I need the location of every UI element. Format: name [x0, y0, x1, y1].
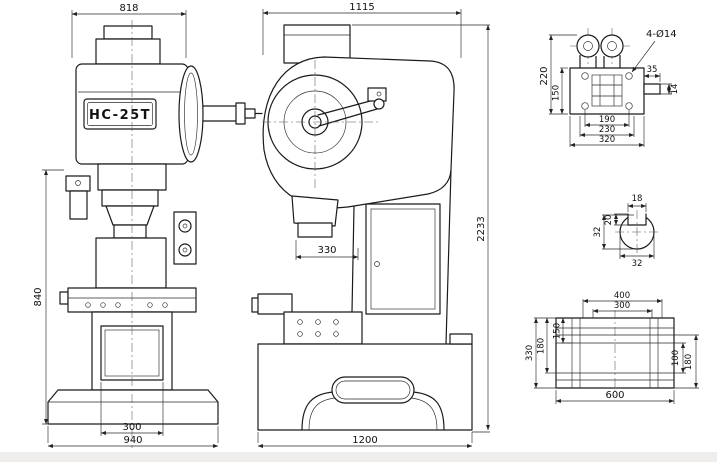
dim-side-right-height: 2233 — [352, 24, 490, 433]
svg-text:400: 400 — [614, 291, 630, 301]
dim-bolster-bottom-width: 600 — [555, 390, 675, 404]
svg-text:32: 32 — [632, 259, 643, 269]
dim-front-left-height: 840 — [33, 169, 64, 425]
svg-text:4-Ø14: 4-Ø14 — [646, 28, 677, 40]
dim-bolster-top-inner: 300 — [592, 301, 653, 318]
svg-text:330: 330 — [317, 245, 336, 256]
base-front — [47, 389, 219, 425]
detail-keyway: 18 20 32 32 — [593, 194, 659, 269]
dim-bolster-left-overall: 330 — [525, 317, 556, 389]
flywheel-centerlines — [262, 60, 378, 190]
bolt-hole — [625, 72, 633, 80]
svg-text:180: 180 — [684, 354, 694, 370]
detail-shaft-plate: 4-Ø14 220 150 35 14 190 — [539, 28, 680, 147]
holes-callout: 4-Ø14 — [631, 28, 677, 73]
dim-plate-height-overall: 220 — [539, 34, 577, 115]
tang — [643, 83, 661, 95]
svg-text:150: 150 — [553, 323, 563, 339]
dim-tang-width: 35 — [643, 65, 661, 82]
keyway-notch — [627, 213, 647, 226]
flywheel-end-view — [178, 65, 204, 163]
svg-text:100: 100 — [671, 350, 681, 366]
ram-side — [291, 195, 339, 227]
dim-key-depth: 20 — [604, 213, 628, 226]
dim-front-bottom-opening: 300 — [100, 382, 164, 436]
svg-text:150: 150 — [552, 85, 562, 101]
front-view-dimensions: 818 840 300 940 — [33, 3, 219, 448]
svg-text:320: 320 — [599, 135, 615, 145]
control-knob-panel — [173, 211, 197, 265]
side-door — [365, 203, 441, 315]
detail-bolster: 400 300 330 180 150 100 — [525, 291, 699, 404]
ram-front — [101, 189, 159, 207]
dim-plate-width-mid: 230 — [579, 116, 635, 137]
svg-text:190: 190 — [599, 115, 615, 125]
svg-text:35: 35 — [647, 65, 658, 75]
dim-plate-width-overall: 320 — [569, 116, 645, 147]
bolt-hole — [625, 102, 633, 110]
dim-bolster-right-inner: 100 — [671, 342, 686, 374]
dim-shaft-width: 32 — [619, 236, 655, 269]
svg-text:18: 18 — [632, 194, 643, 204]
svg-text:20: 20 — [604, 215, 614, 226]
dim-shaft-height: 32 — [593, 214, 634, 250]
svg-text:220: 220 — [539, 66, 550, 85]
svg-text:818: 818 — [119, 3, 138, 14]
dim-tang-height: 14 — [660, 84, 680, 95]
dim-bolster-left-mid: 180 — [537, 317, 556, 374]
mounting-plate — [569, 67, 645, 115]
bolt-plate-side — [283, 311, 363, 345]
svg-text:1200: 1200 — [352, 435, 377, 446]
dim-plate-width-holes: 190 — [584, 110, 630, 127]
bolt-hole — [581, 102, 589, 110]
side-view: 1115 2233 330 1200 — [251, 2, 490, 448]
svg-text:300: 300 — [122, 422, 141, 433]
dim-front-bottom-base: 940 — [47, 426, 219, 448]
svg-text:600: 600 — [605, 390, 624, 401]
dim-bolster-right-outer: 180 — [674, 334, 699, 389]
dim-front-top-width: 818 — [71, 3, 187, 58]
model-label: HC-25T — [89, 108, 151, 123]
svg-text:330: 330 — [525, 345, 535, 361]
svg-text:32: 32 — [593, 227, 603, 238]
svg-text:1115: 1115 — [349, 2, 374, 13]
front-view: HC-25T — [33, 3, 263, 448]
svg-text:300: 300 — [614, 301, 630, 311]
back-edge — [445, 169, 452, 345]
column-front-edge — [351, 205, 355, 313]
dim-side-bottom-base: 1200 — [257, 432, 473, 448]
dim-bolster-left-top: 150 — [553, 317, 572, 344]
svg-text:840: 840 — [33, 287, 44, 306]
side-view-dimensions: 1115 2233 330 1200 — [257, 2, 490, 448]
dim-plate-height: 150 — [552, 67, 568, 115]
bottom-strip — [0, 452, 717, 462]
dim-side-throat: 330 — [295, 240, 359, 260]
bolt-hole — [581, 72, 589, 80]
dim-bolster-top-outer: 400 — [582, 291, 663, 318]
dim-key-width: 18 — [627, 194, 647, 212]
dim-side-top-width: 1115 — [262, 2, 462, 58]
side-view-body — [251, 24, 473, 431]
svg-text:180: 180 — [537, 338, 547, 354]
svg-text:2233: 2233 — [476, 216, 487, 241]
model-name-plate: HC-25T — [83, 98, 157, 130]
crank-linkage — [317, 87, 387, 127]
svg-text:14: 14 — [670, 84, 680, 95]
base-slot — [331, 376, 415, 404]
svg-text:230: 230 — [599, 125, 615, 135]
svg-text:940: 940 — [123, 435, 142, 446]
